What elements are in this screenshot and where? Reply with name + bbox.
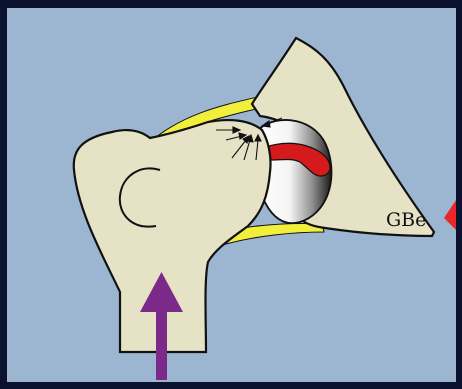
glenoid-label: GBe (386, 209, 426, 231)
